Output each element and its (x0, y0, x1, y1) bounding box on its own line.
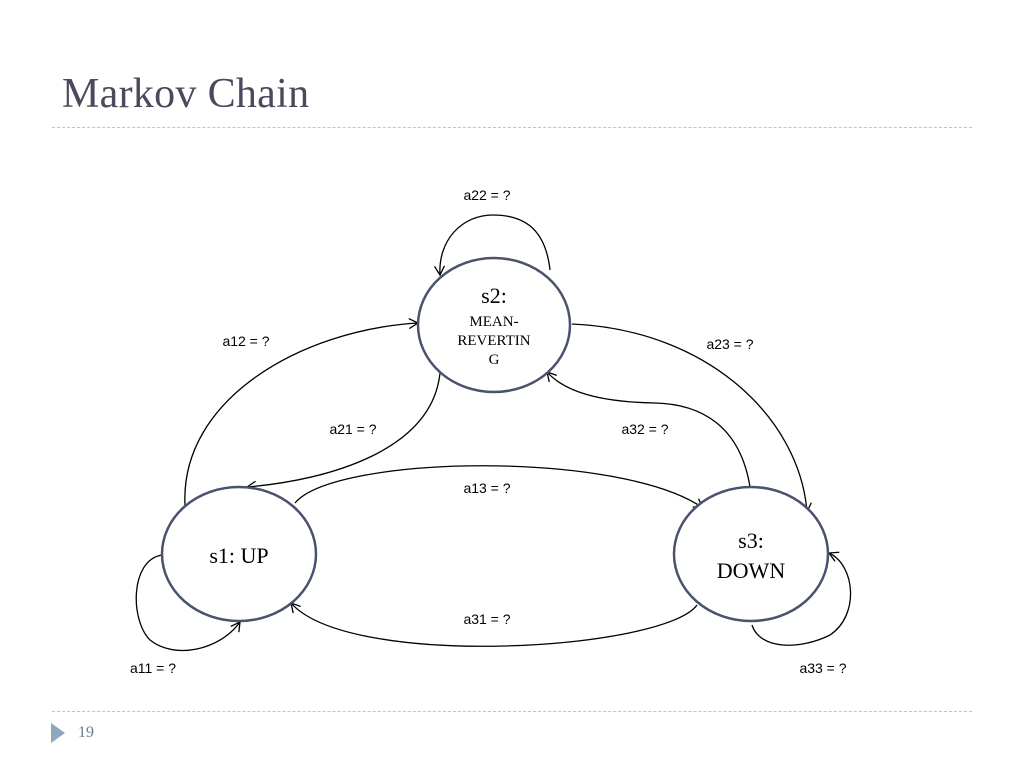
title-divider (52, 127, 972, 128)
state-s2-line-3: G (489, 352, 500, 368)
label-a13: a13 = ? (463, 480, 510, 496)
state-s2 (416, 256, 572, 394)
label-a33: a33 = ? (799, 660, 846, 676)
edge-a23 (571, 323, 812, 514)
label-a12: a12 = ? (222, 333, 269, 349)
label-a32: a32 = ? (621, 421, 668, 437)
label-a21: a21 = ? (329, 421, 376, 437)
state-s2-line-1: MEAN- (469, 314, 518, 330)
edge-a12 (184, 317, 420, 506)
slide-title: Markov Chain (62, 71, 310, 117)
edge-a13 (294, 465, 705, 509)
edge-a21 (245, 372, 441, 492)
edge-a32 (546, 371, 751, 488)
edge-a33 (751, 551, 852, 646)
triangle-bullet-icon (51, 723, 65, 743)
state-s3 (672, 485, 830, 623)
state-s2-title: s2: (481, 283, 507, 308)
edge-a22 (433, 214, 551, 277)
page-number: 19 (78, 724, 94, 741)
edge-a11 (135, 554, 241, 652)
label-a31: a31 = ? (463, 611, 510, 627)
footer-divider (52, 711, 972, 712)
label-a11: a11 = ? (130, 660, 176, 676)
state-s1-label: s1: UP (209, 543, 268, 568)
state-s3-line-2: DOWN (717, 558, 786, 583)
label-a23: a23 = ? (706, 336, 753, 352)
label-a22: a22 = ? (463, 187, 510, 203)
state-s3-line-1: s3: (738, 528, 764, 553)
state-s1 (160, 485, 318, 623)
state-s2-line-2: REVERTIN (457, 333, 530, 349)
edge-a31 (290, 601, 698, 647)
